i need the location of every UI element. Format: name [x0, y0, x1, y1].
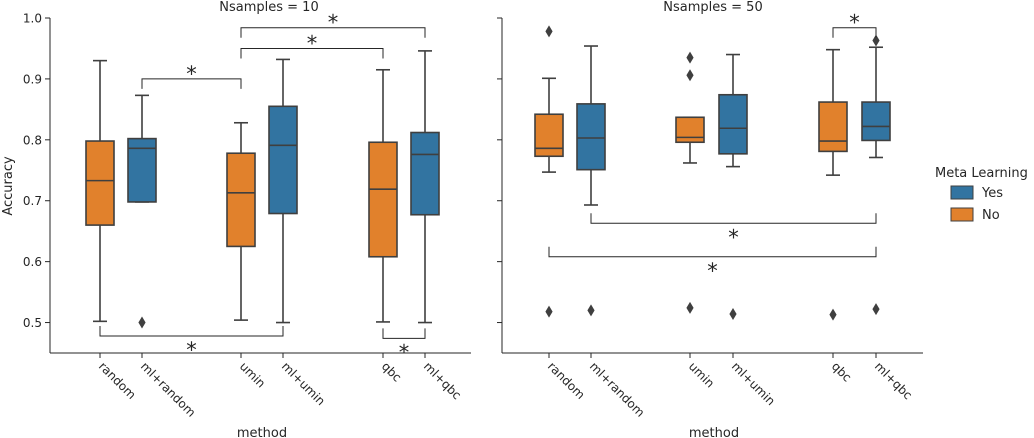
box-ml+umin [268, 105, 298, 215]
box-random [534, 113, 564, 158]
x-tick-label: ml+random [587, 359, 648, 420]
legend-label-no: No [982, 208, 1000, 223]
significance-label: * [728, 225, 739, 249]
panel-nsamples-10: Nsamples = 10 Accuracy method 0.50.60.70… [1, 0, 471, 438]
outlier-marker [729, 308, 737, 321]
legend-title: Meta Learning [935, 166, 1028, 181]
box-ml+qbc [861, 101, 891, 142]
significance-bracket [240, 47, 384, 59]
y-tick-label: 1.0 [23, 12, 42, 26]
significance-label: * [849, 11, 860, 35]
significance-label: * [186, 338, 197, 362]
box-ml+random [576, 103, 606, 171]
panel-title: Nsamples = 50 [663, 0, 762, 15]
significance-bracket [548, 246, 877, 258]
y-tick-label: 0.9 [23, 72, 42, 86]
outlier-marker [138, 316, 146, 329]
significance-label: * [399, 340, 410, 364]
significance-label: * [707, 259, 718, 283]
box-umin [226, 152, 256, 248]
y-tick-label: 0.5 [23, 316, 42, 330]
x-tick-label: ml+random [138, 359, 199, 420]
x-axis-label: method [689, 426, 739, 438]
box-ml+qbc [410, 131, 440, 216]
panel-title: Nsamples = 10 [219, 0, 318, 15]
x-tick-label: ml+umin [729, 359, 778, 408]
significance-bracket [590, 213, 877, 224]
box-qbc [368, 141, 398, 258]
x-tick-label: random [545, 359, 588, 402]
outlier-marker [872, 34, 880, 47]
box-ml+umin [718, 93, 748, 155]
x-tick-label: ml+qbc [421, 359, 464, 402]
legend-label-yes: Yes [981, 186, 1003, 201]
outlier-marker [545, 25, 553, 38]
x-tick-label: umin [237, 359, 268, 390]
significance-bracket [832, 27, 877, 38]
significance-bracket [141, 78, 242, 89]
significance-label: * [328, 11, 339, 35]
outlier-marker [587, 304, 595, 317]
significance-bracket [240, 27, 426, 38]
x-tick-label: random [96, 359, 139, 402]
significance-label: * [186, 62, 197, 86]
outlier-marker [872, 303, 880, 316]
outlier-marker [829, 308, 837, 321]
outlier-marker [686, 69, 694, 82]
significance-label: * [307, 31, 318, 55]
legend-swatch-no [950, 207, 974, 222]
x-tick-label: umin [686, 359, 717, 390]
box-ml+random [127, 137, 157, 203]
box-umin [675, 116, 705, 144]
y-axis-label: Accuracy [1, 156, 16, 216]
y-tick-label: 0.8 [23, 133, 42, 147]
x-tick-label: ml+umin [279, 359, 328, 408]
significance-bracket [99, 325, 284, 337]
y-tick-label: 0.7 [23, 194, 42, 208]
box-random [85, 140, 115, 226]
significance-bracket [382, 328, 426, 339]
x-tick-label: qbc [829, 359, 854, 384]
y-tick-label: 0.6 [23, 255, 42, 269]
outlier-marker [686, 301, 694, 314]
x-axis-label: method [237, 426, 287, 438]
box-qbc [818, 101, 848, 153]
outlier-marker [686, 51, 694, 64]
legend-swatch-yes [950, 185, 974, 200]
x-tick-label: ml+qbc [872, 359, 915, 402]
legend: Meta Learning Yes No [935, 166, 1028, 223]
outlier-marker [545, 305, 553, 318]
